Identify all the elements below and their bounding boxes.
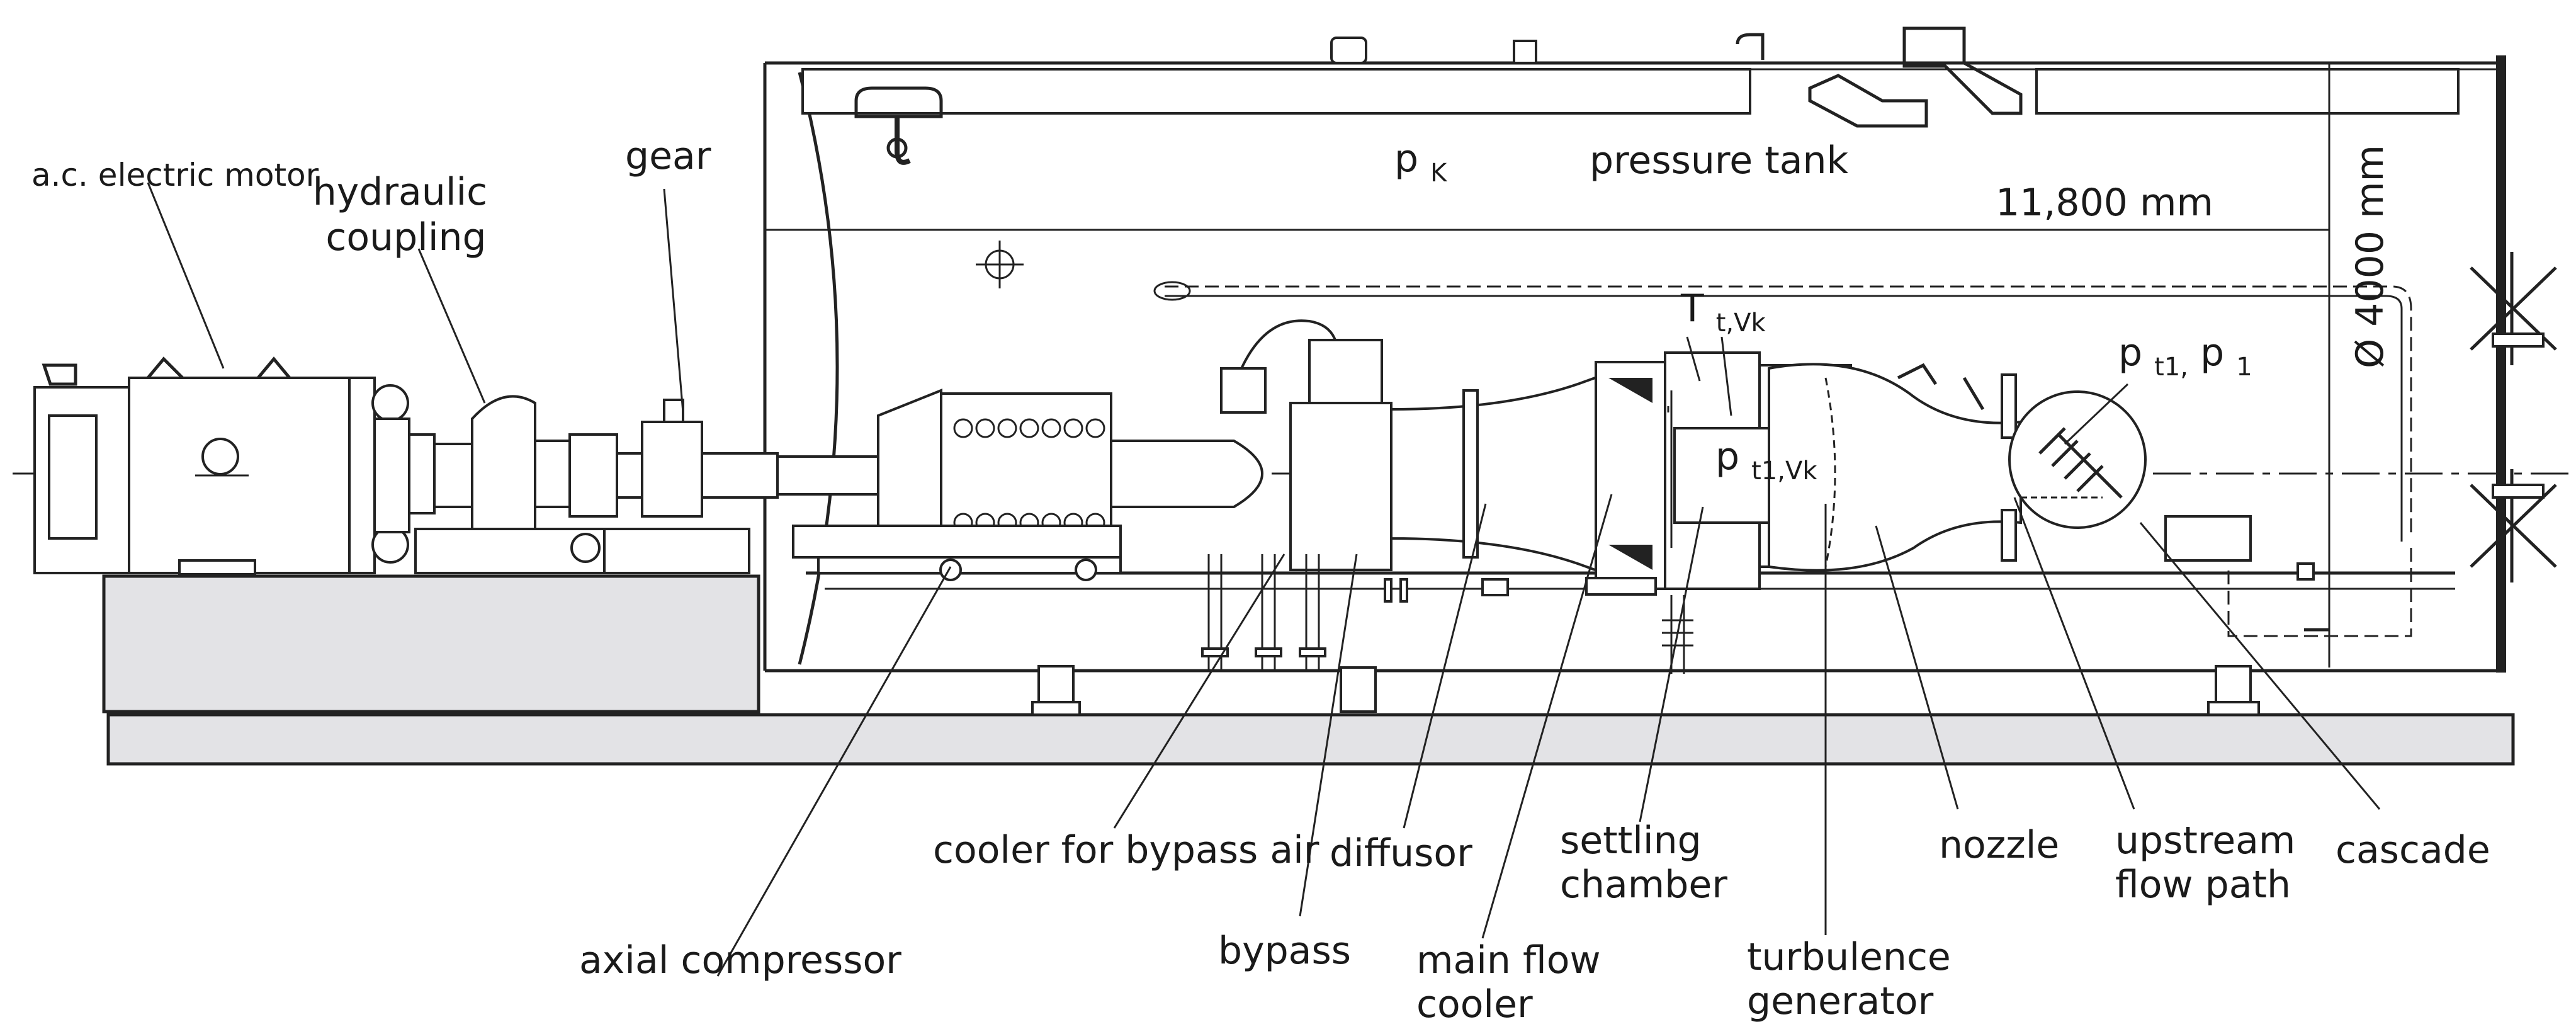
label-tank-pressure-sub: K (1430, 159, 1448, 188)
label-pt1-sub: t1,Vk (1751, 457, 1817, 486)
label-coupling: hydraulic coupling (313, 170, 500, 259)
label-settling-line2: chamber (1560, 863, 1727, 907)
label-pt1-main: p (1715, 435, 1739, 479)
gear-box (570, 399, 779, 574)
label-turbulence-line1: turbulence (1747, 935, 1951, 979)
label-coupling-line2: coupling (325, 215, 486, 259)
label-upstream-line1: upstream (2115, 819, 2295, 863)
label-motor: a.c. electric motor (31, 157, 319, 193)
label-gear: gear (625, 134, 711, 178)
label-upstream-line2: flow path (2115, 863, 2291, 907)
label-pressure-tank: pressure tank (1590, 139, 1849, 183)
label-axial-compressor: axial compressor (579, 938, 901, 982)
label-tank-pressure: p K (1394, 137, 1448, 188)
bypass-piping (1201, 319, 1509, 671)
label-diameter: Ø 4000 mm (2348, 145, 2392, 368)
label-nozzle: nozzle (1939, 823, 2059, 867)
label-main-cooler-line2: cooler (1416, 982, 1533, 1026)
label-coupling-line1: hydraulic (313, 170, 487, 214)
hydraulic-coupling (371, 384, 618, 574)
label-p1-main-b: p (2200, 331, 2224, 375)
label-t-sensor: T t,Vk (1680, 287, 1766, 338)
label-p1-sensor: p t1, p 1 (2118, 331, 2252, 385)
cascade (2008, 390, 2315, 581)
label-bypass: bypass (1218, 929, 1351, 973)
motor-skid (102, 574, 760, 713)
label-t-sensor-main: T (1680, 287, 1704, 331)
label-cascade: cascade (2336, 828, 2490, 872)
label-p1-main-a: p (2118, 331, 2142, 375)
label-tank-pressure-main: p (1394, 137, 1418, 181)
label-settling-line1: settling (1560, 819, 1702, 863)
base-frame (106, 713, 2515, 766)
label-settling-chamber: settling chamber (1560, 819, 1727, 907)
label-upstream: upstream flow path (2115, 819, 2307, 907)
electric-motor (33, 356, 376, 576)
label-main-cooler-line1: main flow (1416, 938, 1601, 982)
label-pt1-sensor: p t1,Vk (1715, 435, 1817, 486)
label-turbulence-generator: turbulence generator (1747, 935, 1963, 1023)
label-length: 11,800 mm (1996, 181, 2213, 225)
axial-compressor (776, 389, 1263, 581)
leader-lines (147, 182, 2381, 977)
label-cooler-bypass: cooler for bypass air (933, 828, 1319, 872)
label-p1-sub-a: t1, (2154, 353, 2188, 382)
label-main-flow-cooler: main flow cooler (1416, 938, 1613, 1026)
nozzle (1768, 363, 2022, 572)
label-turbulence-line2: generator (1747, 979, 1934, 1023)
label-diffusor: diffusor (1330, 831, 1472, 875)
label-p1-sub-b: 1 (2236, 353, 2252, 382)
label-t-sensor-sub: t,Vk (1716, 309, 1766, 338)
